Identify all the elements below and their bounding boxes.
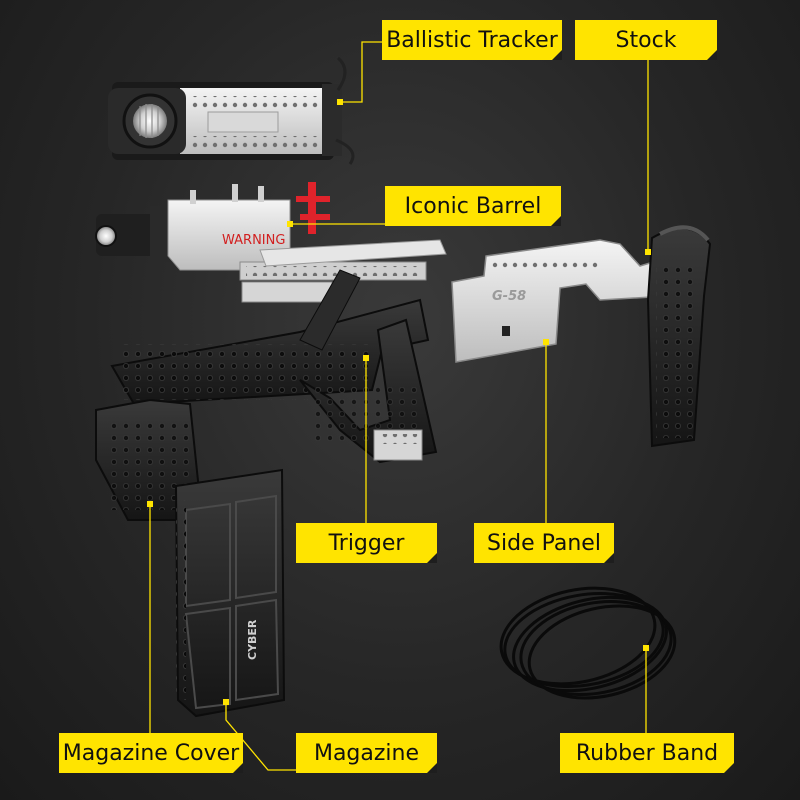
- magazine-part: CYBER: [174, 468, 286, 718]
- iconic-barrel-part: WARNING: [95, 182, 447, 303]
- stock-part: [646, 225, 712, 448]
- label-iconic-barrel: Iconic Barrel: [385, 186, 561, 226]
- ballistic-tracker-part: [108, 56, 355, 165]
- model-marking: G-58: [492, 289, 526, 304]
- rubber-band-part: [499, 586, 677, 700]
- warning-marking: WARNING: [222, 233, 285, 248]
- label-trigger: Trigger: [296, 523, 437, 563]
- receiver-body: [95, 269, 438, 521]
- label-ballistic-tracker: Ballistic Tracker: [382, 20, 562, 60]
- label-rubber-band: Rubber Band: [560, 733, 734, 773]
- magazine-print: CYBER: [246, 619, 259, 660]
- label-stock: Stock: [575, 20, 717, 60]
- side-panel-part: G-58: [451, 239, 669, 363]
- red-sight: [296, 182, 330, 234]
- label-magazine-cover: Magazine Cover: [59, 733, 243, 773]
- label-side-panel: Side Panel: [474, 523, 614, 563]
- label-magazine: Magazine: [296, 733, 437, 773]
